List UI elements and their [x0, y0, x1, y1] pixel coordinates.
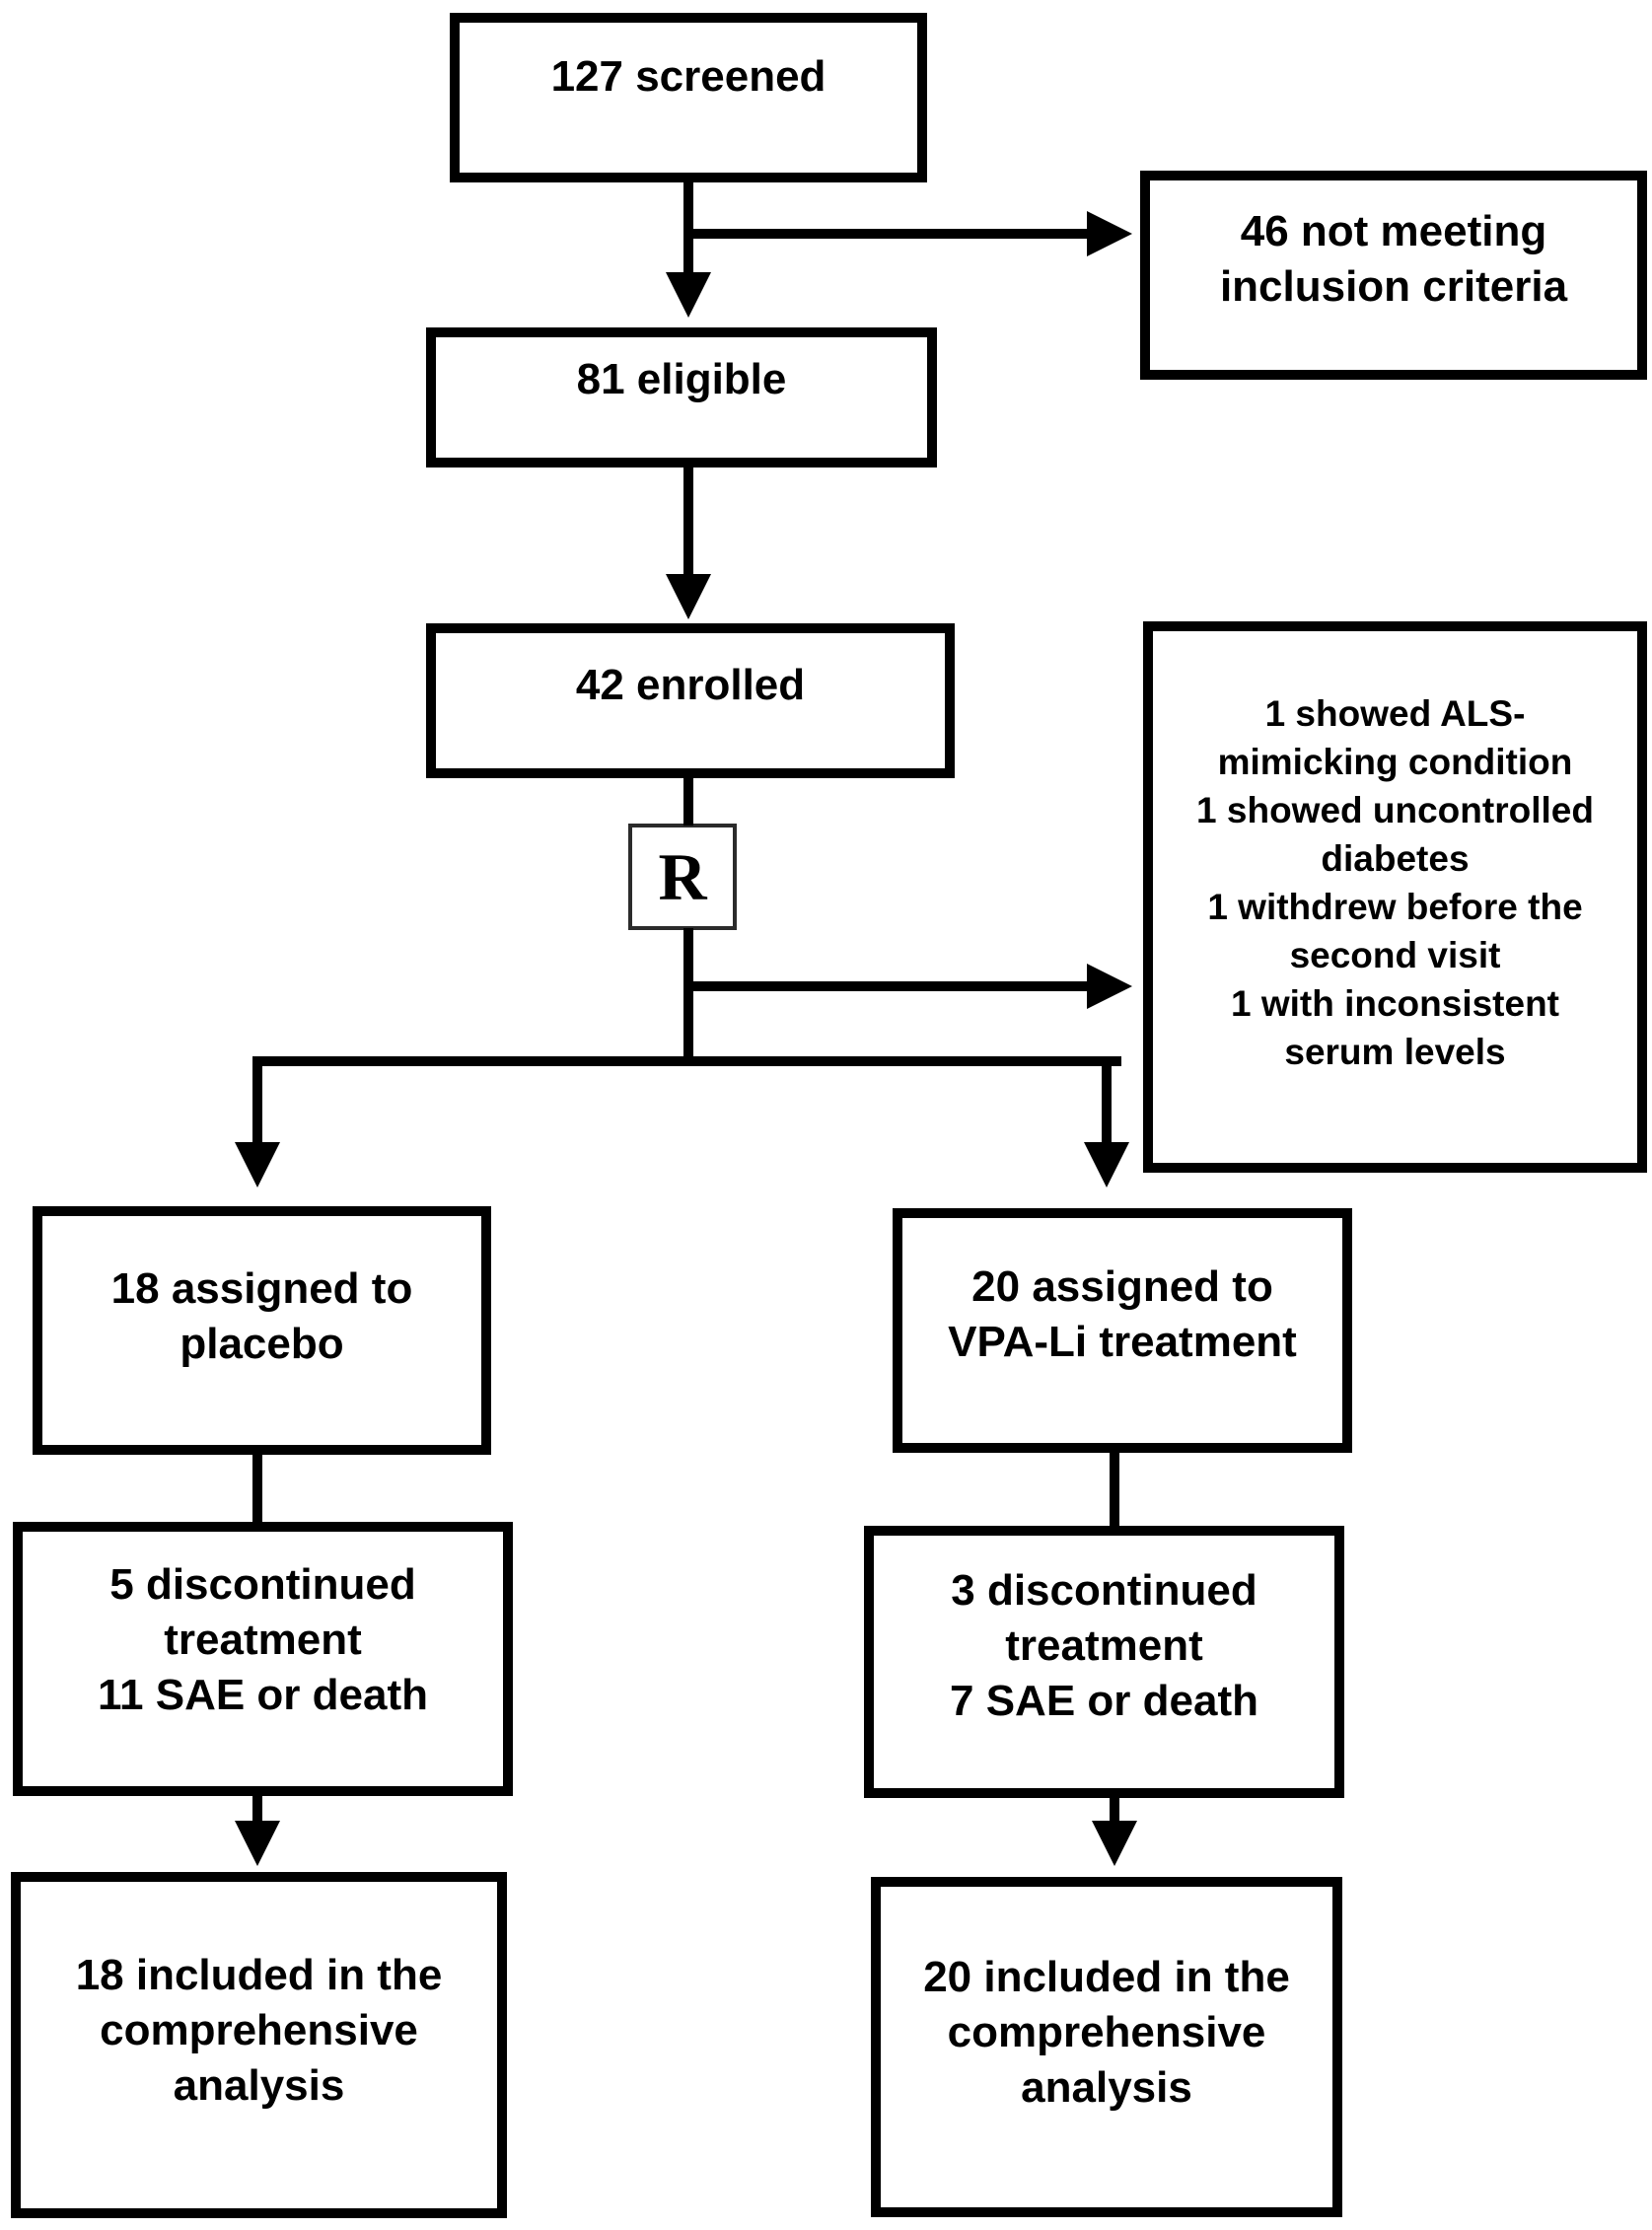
- box-eligible-label: 81 eligible: [576, 355, 787, 403]
- arrowhead-down-eligible-icon: [666, 272, 711, 318]
- box-enrolled-label: 42 enrolled: [575, 661, 806, 709]
- connector-randomization-to-split: [683, 928, 693, 1066]
- connector-discontinued-to-analysis-vpa-li: [1110, 1797, 1119, 1825]
- arrowhead-right-not-meeting-icon: [1087, 211, 1132, 256]
- box-discontinued-placebo: 5 discontinued treatment 11 SAE or death: [13, 1522, 513, 1796]
- box-eligible: 81 eligible: [426, 327, 937, 468]
- box-exclusions-label: 1 showed ALS- mimicking condition 1 show…: [1196, 693, 1594, 1072]
- box-assigned-vpa-li-label: 20 assigned to VPA-Li treatment: [948, 1262, 1297, 1366]
- box-assigned-vpa-li: 20 assigned to VPA-Li treatment: [893, 1208, 1352, 1453]
- box-screened-label: 127 screened: [550, 52, 826, 101]
- box-screened: 127 screened: [450, 13, 927, 182]
- box-assigned-placebo: 18 assigned to placebo: [33, 1206, 491, 1455]
- arrowhead-down-assigned-placebo-icon: [235, 1142, 280, 1187]
- connector-assigned-to-discontinued-vpa-li: [1110, 1453, 1119, 1528]
- connector-split-to-assigned-vpa-li: [1102, 1056, 1112, 1147]
- arrowhead-right-exclusions-icon: [1087, 964, 1132, 1009]
- box-randomization: R: [628, 824, 737, 930]
- box-randomization-label: R: [658, 839, 707, 914]
- arrowhead-down-analysis-vpa-li-icon: [1092, 1821, 1137, 1866]
- connector-split-horizontal: [252, 1056, 1121, 1066]
- box-analysis-placebo-label: 18 included in the comprehensive analysi…: [75, 1951, 443, 2110]
- arrowhead-down-analysis-placebo-icon: [235, 1821, 280, 1866]
- box-not-meeting-criteria-label: 46 not meeting inclusion criteria: [1219, 207, 1568, 311]
- box-exclusions: 1 showed ALS- mimicking condition 1 show…: [1143, 621, 1647, 1173]
- arrowhead-down-enrolled-icon: [666, 574, 711, 619]
- box-discontinued-vpa-li: 3 discontinued treatment 7 SAE or death: [864, 1526, 1344, 1798]
- box-analysis-vpa-li: 20 included in the comprehensive analysi…: [871, 1877, 1342, 2217]
- connector-discontinued-to-analysis-placebo: [252, 1795, 262, 1825]
- box-analysis-vpa-li-label: 20 included in the comprehensive analysi…: [923, 1953, 1290, 2112]
- box-enrolled: 42 enrolled: [426, 623, 955, 778]
- connector-screened-to-not-meeting: [683, 229, 1089, 239]
- arrowhead-down-assigned-vpa-li-icon: [1084, 1142, 1129, 1187]
- box-discontinued-placebo-label: 5 discontinued treatment 11 SAE or death: [97, 1560, 428, 1719]
- connector-screened-to-eligible: [683, 180, 693, 274]
- connector-randomization-to-exclusions: [683, 981, 1089, 991]
- connector-enrolled-to-randomization: [683, 777, 693, 826]
- connector-assigned-to-discontinued-placebo: [252, 1455, 262, 1524]
- box-assigned-placebo-label: 18 assigned to placebo: [110, 1264, 413, 1368]
- connector-split-to-assigned-placebo: [252, 1056, 262, 1147]
- box-analysis-placebo: 18 included in the comprehensive analysi…: [11, 1872, 507, 2218]
- box-not-meeting-criteria: 46 not meeting inclusion criteria: [1140, 171, 1647, 380]
- connector-eligible-to-enrolled: [683, 467, 693, 577]
- box-discontinued-vpa-li-label: 3 discontinued treatment 7 SAE or death: [950, 1566, 1258, 1725]
